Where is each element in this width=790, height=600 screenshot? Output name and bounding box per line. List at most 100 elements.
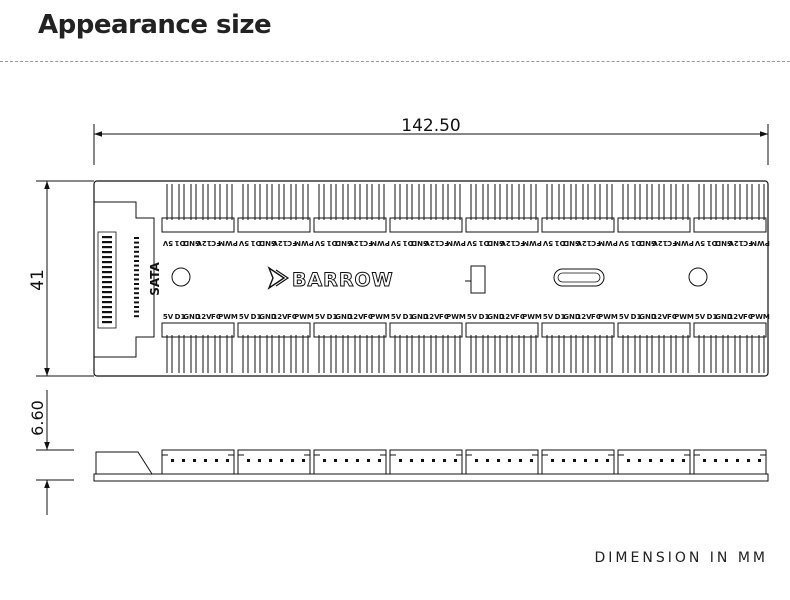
barrow-logo: BARROW xyxy=(267,266,393,292)
mounting-hole xyxy=(688,267,708,287)
side-pin xyxy=(258,459,261,462)
top-fan-header xyxy=(389,217,463,233)
sata-pin xyxy=(102,316,112,319)
pin-label: D1 xyxy=(479,239,490,247)
pin-label: FC xyxy=(287,313,297,321)
side-pin xyxy=(595,459,598,462)
pin-label: FC xyxy=(743,313,753,321)
dimension-note: DIMENSION IN MM xyxy=(594,550,768,566)
pin-label: D1 xyxy=(403,313,414,321)
bottom-fan-header xyxy=(465,322,539,338)
side-pin xyxy=(323,459,326,462)
pin-label: 5V xyxy=(618,239,629,247)
sata-pad xyxy=(134,301,139,304)
pin-label: 12V xyxy=(576,239,592,247)
pin-label: FC xyxy=(439,313,449,321)
pin-label: PWM xyxy=(598,239,618,247)
pin-label: PWM xyxy=(370,239,390,247)
side-pin xyxy=(454,459,457,462)
pin-label: 12V xyxy=(424,313,440,321)
pin-label: D1 xyxy=(479,313,490,321)
height-value: 41 xyxy=(28,269,48,291)
slot-hole xyxy=(553,268,605,287)
sata-pin xyxy=(102,296,112,299)
pin-label: PWM xyxy=(750,313,770,321)
side-pin xyxy=(226,459,229,462)
sata-pin xyxy=(102,281,112,284)
sata-pad xyxy=(134,255,139,258)
side-pin xyxy=(627,459,630,462)
sata-pad xyxy=(134,310,139,313)
pin-label: 5V xyxy=(542,239,553,247)
side-pin xyxy=(182,459,185,462)
sata-pad xyxy=(134,237,139,239)
pin-label: 12V xyxy=(652,313,668,321)
side-pin xyxy=(280,459,283,462)
sata-pad xyxy=(134,287,139,290)
pin-label: PWM xyxy=(674,239,694,247)
width-dimension: 142.50 xyxy=(93,116,769,165)
pin-label: D1 xyxy=(707,239,718,247)
pin-label: 5V xyxy=(467,313,478,321)
sata-pad xyxy=(134,306,139,308)
side-pin xyxy=(193,459,196,462)
pin-label: 12V xyxy=(652,239,668,247)
bottom-fan-header xyxy=(161,322,235,338)
mounting-hole xyxy=(171,267,191,287)
sata-pin xyxy=(102,261,112,264)
pin-label: 5V xyxy=(695,313,706,321)
pin-label: GND xyxy=(335,313,353,321)
sata-pin xyxy=(102,266,112,269)
pin-label: 12V xyxy=(576,313,592,321)
pin-label: 12V xyxy=(196,313,212,321)
pin-label: D1 xyxy=(175,313,186,321)
side-pin xyxy=(410,459,413,462)
pin-label: 12V xyxy=(424,239,440,247)
top-fan-header xyxy=(693,217,767,233)
sata-pad xyxy=(134,292,139,295)
side-pin xyxy=(660,459,663,462)
sata-pin xyxy=(102,236,112,239)
pin-label: GND xyxy=(487,313,505,321)
pin-label: GND xyxy=(411,313,429,321)
side-pin xyxy=(747,459,750,462)
pin-label: 12V xyxy=(272,239,288,247)
sata-pin xyxy=(102,256,112,259)
pin-label: FC xyxy=(515,313,525,321)
side-pin xyxy=(486,459,489,462)
pin-label: PWM xyxy=(598,313,618,321)
bottom-fan-header xyxy=(313,322,387,338)
pin-label: 5V xyxy=(466,239,477,247)
side-pin xyxy=(421,459,424,462)
thickness-dimension: 6.60 xyxy=(28,390,74,515)
pin-label: 12V xyxy=(196,239,212,247)
pin-label: FC xyxy=(591,239,601,247)
pin-label: 12V xyxy=(728,239,744,247)
side-pin xyxy=(204,459,207,462)
side-pin xyxy=(399,459,402,462)
bottom-header-row xyxy=(161,322,767,373)
sata-pin xyxy=(102,251,112,254)
side-pin xyxy=(356,459,359,462)
side-pin xyxy=(215,459,218,462)
pin-label: GND xyxy=(563,239,581,247)
sata-pin xyxy=(102,241,112,244)
sata-pin xyxy=(102,286,112,289)
pin-label: D1 xyxy=(555,239,566,247)
bottom-fan-header xyxy=(693,322,767,338)
pin-label: 5V xyxy=(391,313,402,321)
pin-label: GND xyxy=(259,239,277,247)
pin-label: 12V xyxy=(348,313,364,321)
bottom-fan-header xyxy=(541,322,615,338)
pin-label: 5V xyxy=(239,313,250,321)
page-title: Appearance size xyxy=(38,10,272,40)
sata-pad xyxy=(134,273,139,276)
side-pin xyxy=(682,459,685,462)
side-pin xyxy=(714,459,717,462)
pin-label: GND xyxy=(639,239,657,247)
pin-label: D1 xyxy=(631,239,642,247)
bottom-fan-header xyxy=(237,322,311,338)
side-pin xyxy=(475,459,478,462)
